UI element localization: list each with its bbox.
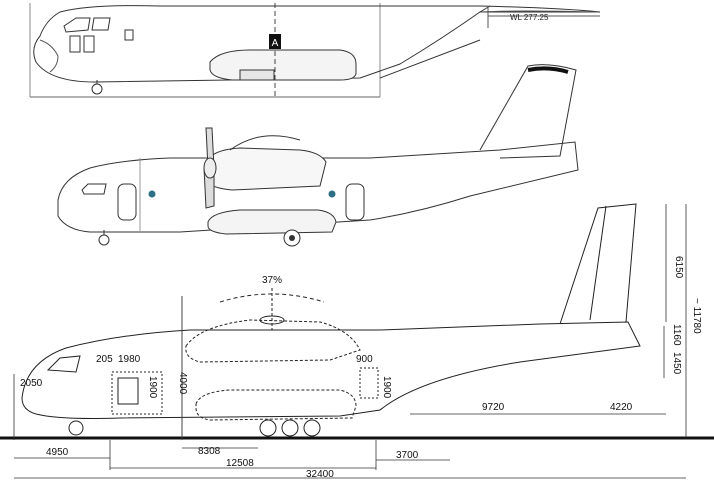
dimension-lines [13, 204, 687, 479]
cabin-length-label: 8308 [198, 446, 221, 457]
middle-panel-aircraft [57, 64, 579, 247]
door-width-label: 205 [96, 354, 113, 365]
tail-length-label: 9720 [482, 402, 505, 413]
section-marker-box [269, 34, 281, 49]
overall-length-label: 32400 [306, 469, 334, 480]
middle-engine-nacelle [204, 147, 327, 191]
overall-height-label: ~ 11780 [691, 298, 702, 334]
top-cockpit-windows [63, 17, 111, 33]
middle-window-forward [148, 190, 156, 198]
bottom-fuselage [21, 321, 641, 419]
fuselage-upper-label: 1160 [671, 324, 682, 346]
bottom-vertical-tail [559, 203, 637, 325]
waterline-label: WL 277.25 [510, 13, 549, 22]
top-fuselage [33, 5, 601, 83]
bottom-gear-sponson [195, 389, 357, 421]
rear-door-width-label: 900 [356, 354, 373, 365]
middle-cockpit-windows [81, 183, 107, 195]
fin-height-label: 6150 [673, 256, 684, 279]
bottom-nose-wheel [68, 420, 84, 436]
top-panel-transport-drawing: A WL 277.25 [29, 3, 601, 98]
nose-height-label: 2050 [20, 378, 43, 389]
middle-fuselage [57, 141, 579, 233]
cabin-overall-label: 12508 [226, 458, 254, 469]
bottom-rear-door [359, 367, 379, 399]
gear-base-label: 3700 [396, 450, 419, 461]
bottom-panel-dimensioned-view [0, 203, 714, 479]
dimension-labels: 37% 205 1980 2050 4000 1900 900 1900 495… [20, 256, 702, 480]
section-marker-label: A [272, 38, 279, 49]
middle-nose-wheel [98, 234, 110, 246]
prop-angle-label: 37% [262, 275, 282, 286]
fuselage-lower-label: 1450 [671, 352, 682, 375]
rear-door-height-label: 1900 [381, 376, 392, 399]
cargo-height-label: 4000 [177, 372, 188, 395]
fin-length-label: 4220 [610, 402, 633, 413]
middle-aft-door [345, 183, 365, 221]
door-height-label: 1900 [147, 376, 158, 399]
nose-to-wing-label: 4950 [46, 447, 69, 458]
bottom-cargo-door [111, 371, 163, 415]
door-span-label: 1980 [118, 354, 141, 365]
middle-window-aft [328, 190, 336, 198]
middle-forward-door [117, 183, 137, 221]
top-nose-wheel [91, 83, 103, 95]
bottom-engine-nacelle [185, 319, 361, 363]
middle-vertical-tail [479, 64, 577, 159]
middle-gear-sponson [207, 209, 337, 235]
bottom-main-wheels [259, 419, 321, 437]
top-gear-sponson [209, 49, 357, 81]
